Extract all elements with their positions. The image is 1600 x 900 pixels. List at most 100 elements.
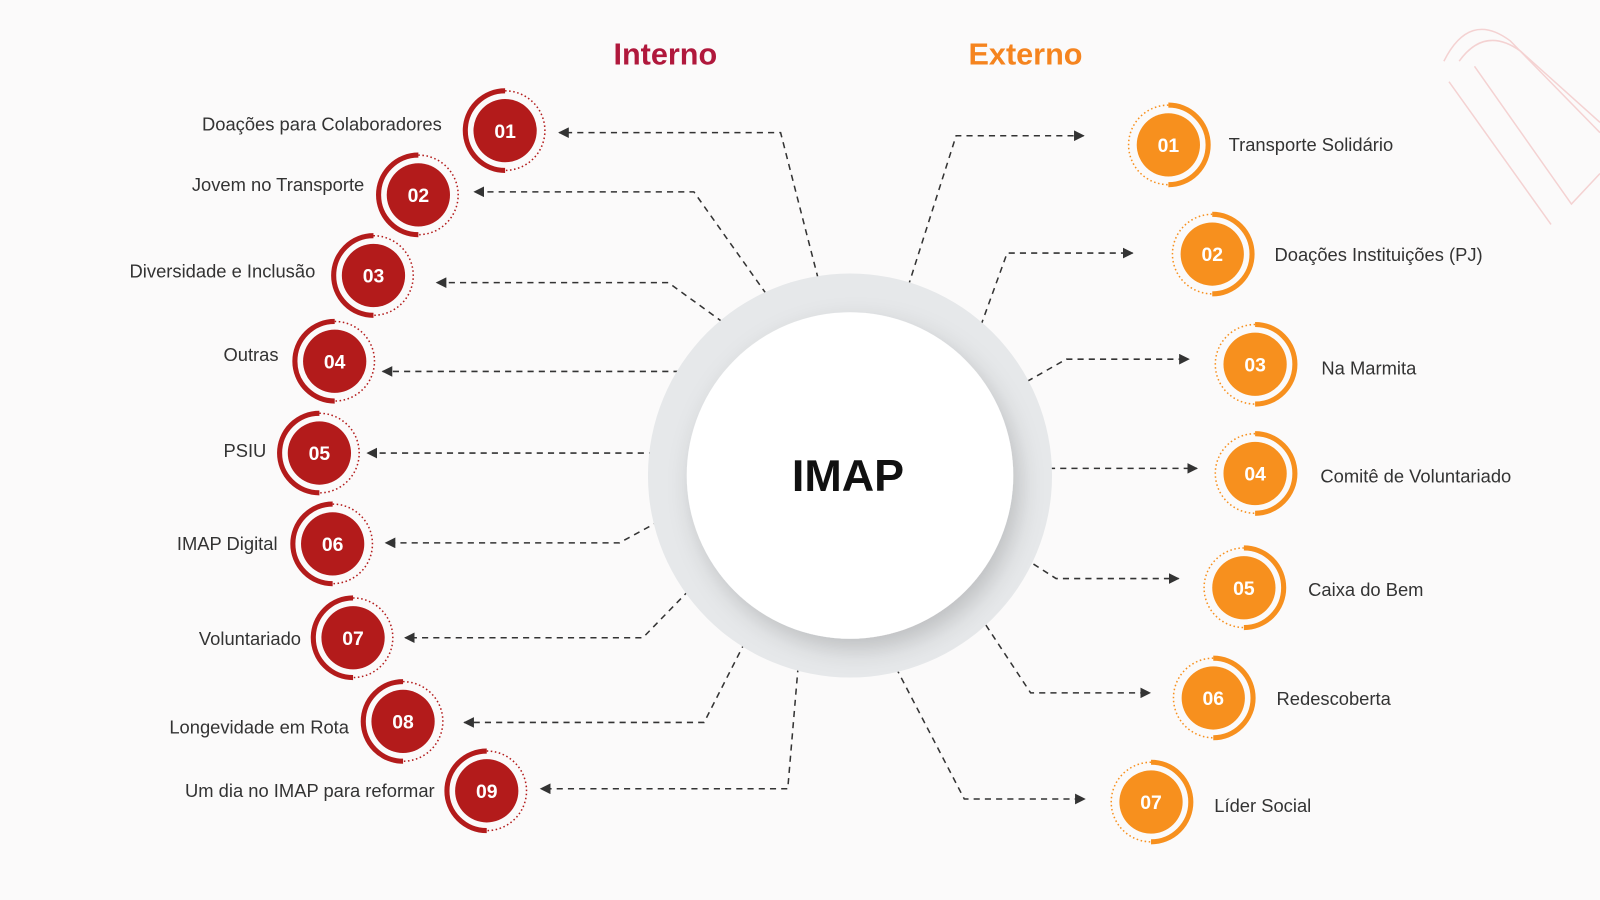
item-label: Doações Instituições (PJ) xyxy=(1274,244,1482,265)
connector-arrow xyxy=(435,277,751,343)
ring-arc xyxy=(310,595,354,681)
ring-dotted-arc xyxy=(418,154,459,236)
item-number: 03 xyxy=(1244,354,1266,376)
connector-arrow xyxy=(897,130,1085,319)
ring-arc xyxy=(1150,759,1194,845)
external-item-02: 02 Doações Instituições (PJ) xyxy=(1171,211,1483,297)
internal-item-08: 08 Longevidade em Rota xyxy=(169,679,444,764)
external-item-03: 03 Na Marmita xyxy=(1214,321,1417,407)
internal-title: Interno xyxy=(613,37,717,71)
item-label: IMAP Digital xyxy=(177,533,278,554)
ring-dotted-arc xyxy=(373,234,415,317)
number-badge xyxy=(1212,556,1276,620)
number-badge xyxy=(1119,770,1183,834)
number-badge xyxy=(1223,332,1287,396)
ring-dotted-arc xyxy=(505,90,546,172)
center-circle xyxy=(686,312,1014,639)
item-number: 01 xyxy=(494,121,516,143)
number-badge xyxy=(301,512,365,576)
number-badge xyxy=(287,421,352,485)
item-label: Doações para Colaboradores xyxy=(202,114,442,135)
item-number: 05 xyxy=(1233,578,1255,600)
item-label: Caixa do Bem xyxy=(1308,579,1423,600)
internal-item-03: 03 Diversidade e Inclusão xyxy=(130,233,415,318)
connector-arrow xyxy=(885,647,1086,805)
connector-arrow xyxy=(473,186,787,322)
number-badge xyxy=(455,759,519,823)
ring-dotted-arc xyxy=(1203,547,1244,629)
item-label: Diversidade e Inclusão xyxy=(130,261,316,282)
number-badge xyxy=(1181,666,1245,730)
ring-arc xyxy=(1212,211,1255,297)
ring-arc xyxy=(376,152,419,238)
number-badge xyxy=(473,98,537,163)
ring-dotted-arc xyxy=(353,597,394,679)
ring-arc xyxy=(360,679,404,764)
ring-arc xyxy=(1243,545,1287,631)
item-number: 02 xyxy=(1201,244,1223,266)
item-label: PSIU xyxy=(223,440,266,461)
number-badge xyxy=(371,689,435,754)
item-number: 08 xyxy=(392,712,414,734)
ring-dotted-arc xyxy=(1127,104,1169,186)
ring-arc xyxy=(444,748,487,834)
connector-arrow xyxy=(966,596,1152,699)
item-number: 06 xyxy=(322,534,344,556)
center-label: IMAP xyxy=(792,450,904,501)
item-number: 02 xyxy=(408,185,430,207)
item-label: Voluntariado xyxy=(199,628,301,649)
ring-dotted-arc xyxy=(319,412,360,494)
external-item-05: 05 Caixa do Bem xyxy=(1203,545,1423,631)
item-label: Um dia no IMAP para reformar xyxy=(185,780,435,801)
ring-dotted-arc xyxy=(334,320,376,402)
ring-arc xyxy=(462,88,506,173)
number-badge xyxy=(386,163,450,227)
item-number: 03 xyxy=(363,266,385,288)
ring-dotted-arc xyxy=(1214,323,1256,405)
ring-dotted-arc xyxy=(403,680,444,762)
connector-arrow xyxy=(404,565,713,644)
item-label: Jovem no Transporte xyxy=(192,174,364,195)
ring-dotted-arc xyxy=(1214,432,1256,515)
ring-arc xyxy=(290,501,333,587)
external-title: Externo xyxy=(969,37,1083,71)
item-label: Na Marmita xyxy=(1321,357,1417,378)
number-badge xyxy=(303,329,367,393)
ring-arc xyxy=(277,410,320,496)
item-label: Outras xyxy=(223,344,278,365)
connector-arrow xyxy=(384,504,690,549)
item-label: Comitê de Voluntariado xyxy=(1320,466,1511,487)
item-label: Transporte Solidário xyxy=(1229,134,1394,155)
external-item-04: 04 Comitê de Voluntariado xyxy=(1214,431,1511,516)
connector-arrow xyxy=(968,247,1134,358)
internal-item-02: 02 Jovem no Transporte xyxy=(192,152,459,238)
ring-dotted-arc xyxy=(1171,213,1213,295)
ring-arc xyxy=(1255,321,1298,407)
ring-arc xyxy=(1255,431,1298,516)
ring-dotted-arc xyxy=(486,750,528,832)
number-badge xyxy=(1223,441,1287,506)
ring-arc xyxy=(1213,655,1256,741)
item-label: Longevidade em Rota xyxy=(169,717,349,738)
item-label: Líder Social xyxy=(1214,795,1311,816)
internal-item-04: 04 Outras xyxy=(223,318,376,404)
internal-item-06: 06 IMAP Digital xyxy=(177,501,374,587)
number-badge xyxy=(321,606,385,670)
number-badge xyxy=(1136,113,1200,177)
item-number: 06 xyxy=(1202,688,1224,710)
internal-item-01: 01 Doações para Colaboradores xyxy=(202,88,546,173)
item-number: 04 xyxy=(1244,464,1266,486)
number-badge xyxy=(341,243,406,308)
connector-arrow xyxy=(1004,545,1180,584)
ring-arc xyxy=(1168,102,1211,188)
ring-arc xyxy=(292,318,335,404)
connector-arrow xyxy=(463,611,761,728)
item-number: 04 xyxy=(324,351,346,373)
item-number: 01 xyxy=(1158,135,1180,157)
